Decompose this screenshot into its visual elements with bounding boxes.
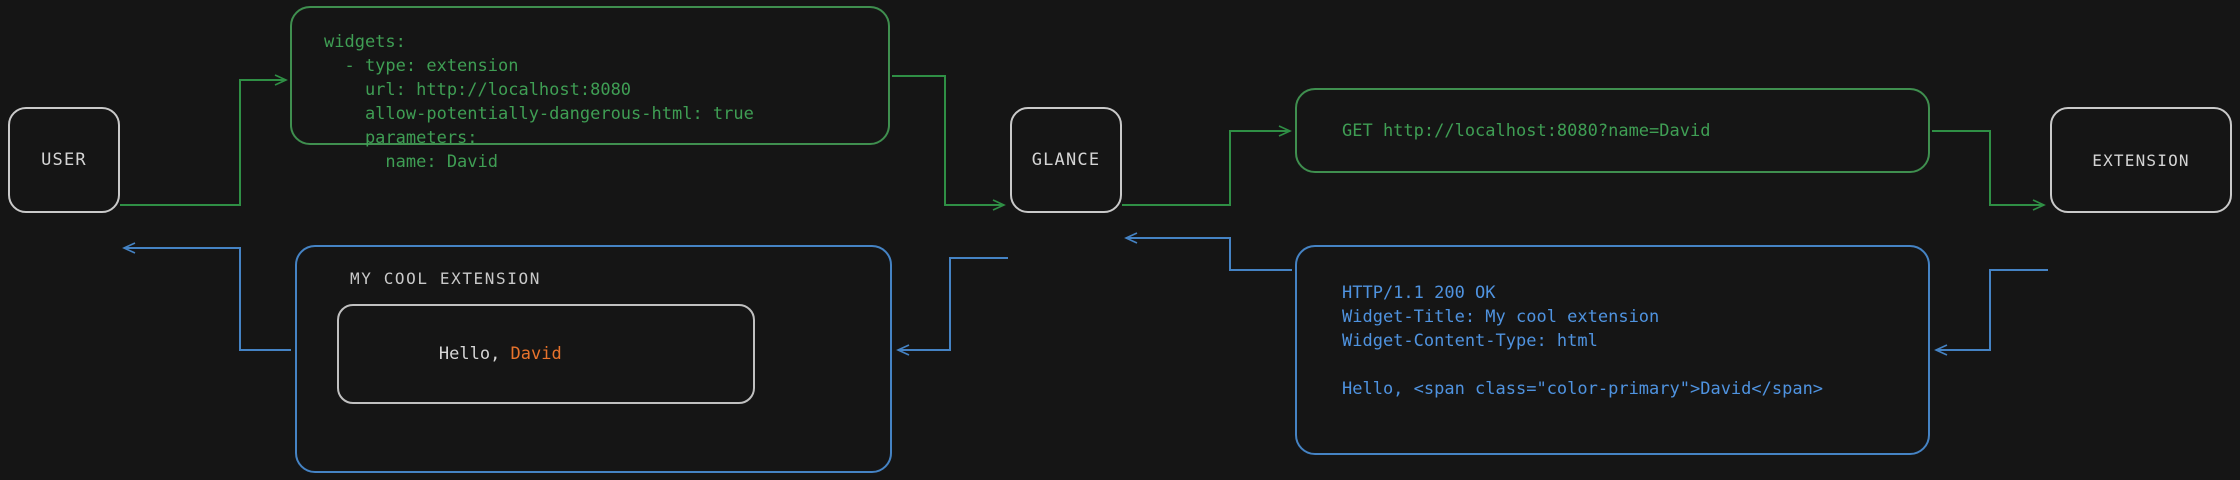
node-user-label: USER [41, 150, 87, 170]
node-user: USER [8, 107, 120, 213]
widget-title: MY COOL EXTENSION [350, 269, 541, 288]
wire-widget-to-user [122, 242, 291, 351]
http-response-bubble: HTTP/1.1 200 OK Widget-Title: My cool ex… [1295, 245, 1930, 455]
wire-glance-to-get [1122, 125, 1292, 206]
node-extension-label: EXTENSION [2092, 150, 2190, 170]
wire-response-to-glance [1124, 232, 1292, 271]
node-extension: EXTENSION [2050, 107, 2232, 213]
wire-config-to-glance [892, 75, 1006, 211]
widget-greeting: Hello, David [357, 324, 562, 384]
node-glance-label: GLANCE [1031, 150, 1101, 170]
wire-extension-to-response [1934, 269, 2048, 356]
http-get-bubble: GET http://localhost:8080?name=David [1295, 88, 1930, 173]
wire-glance-to-widget [896, 257, 1008, 356]
config-yaml-bubble: widgets: - type: extension url: http://l… [290, 6, 890, 172]
widget-greeting-name: David [510, 344, 562, 364]
http-response-text: HTTP/1.1 200 OK Widget-Title: My cool ex… [1342, 283, 1824, 399]
rendered-widget-bubble: MY COOL EXTENSION Hello, David [295, 245, 892, 473]
node-glance: GLANCE [1010, 107, 1122, 213]
widget-greeting-prefix: Hello, [438, 344, 511, 364]
config-yaml-text: widgets: - type: extension url: http://l… [324, 32, 754, 172]
wire-get-to-extension [1932, 130, 2046, 211]
wire-user-to-config [120, 74, 288, 206]
http-get-text: GET http://localhost:8080?name=David [1342, 120, 1711, 141]
widget-card: Hello, David [337, 304, 755, 404]
